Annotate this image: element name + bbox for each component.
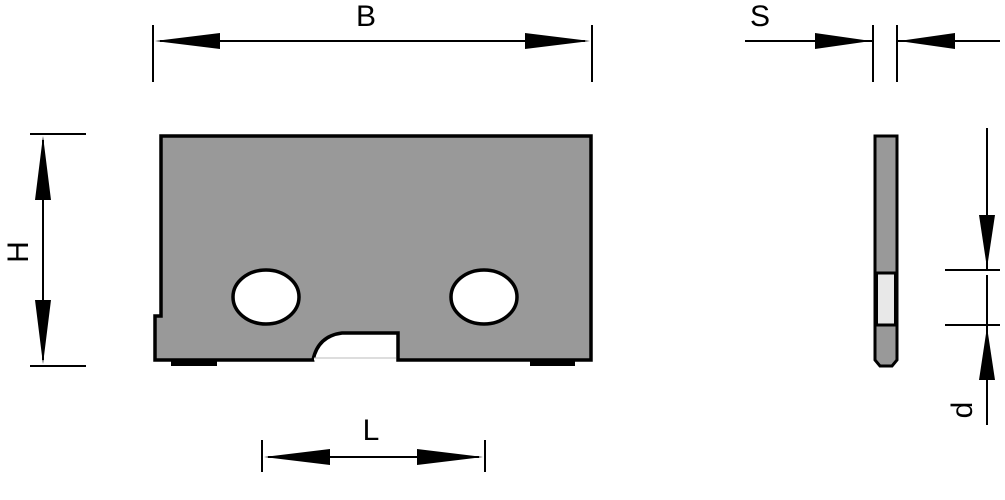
plate-body (153, 134, 593, 362)
plate-side-view (873, 134, 899, 368)
dimension-arrows (35, 33, 995, 465)
arrow-s-left (815, 33, 871, 49)
arrow-s-right (899, 33, 955, 49)
arrow-l-right (417, 449, 483, 465)
plate-front-view (153, 134, 593, 366)
arrow-b-left (155, 33, 220, 49)
cutting-edge-band (875, 271, 897, 327)
arrow-l-left (264, 449, 330, 465)
arrow-h-top (35, 136, 51, 200)
foot-right (530, 358, 575, 366)
label-d: d (946, 402, 979, 419)
label-l: L (363, 414, 380, 447)
label-b: B (356, 0, 376, 33)
label-s: S (750, 0, 770, 33)
mounting-hole-left (231, 268, 301, 326)
mounting-hole-right (449, 268, 519, 326)
label-h: H (2, 241, 35, 263)
arrow-b-right (525, 33, 590, 49)
arrow-h-bottom (35, 300, 51, 364)
foot-left (171, 358, 217, 366)
arrow-d-top (979, 215, 995, 268)
arrow-d-bottom (979, 327, 995, 380)
